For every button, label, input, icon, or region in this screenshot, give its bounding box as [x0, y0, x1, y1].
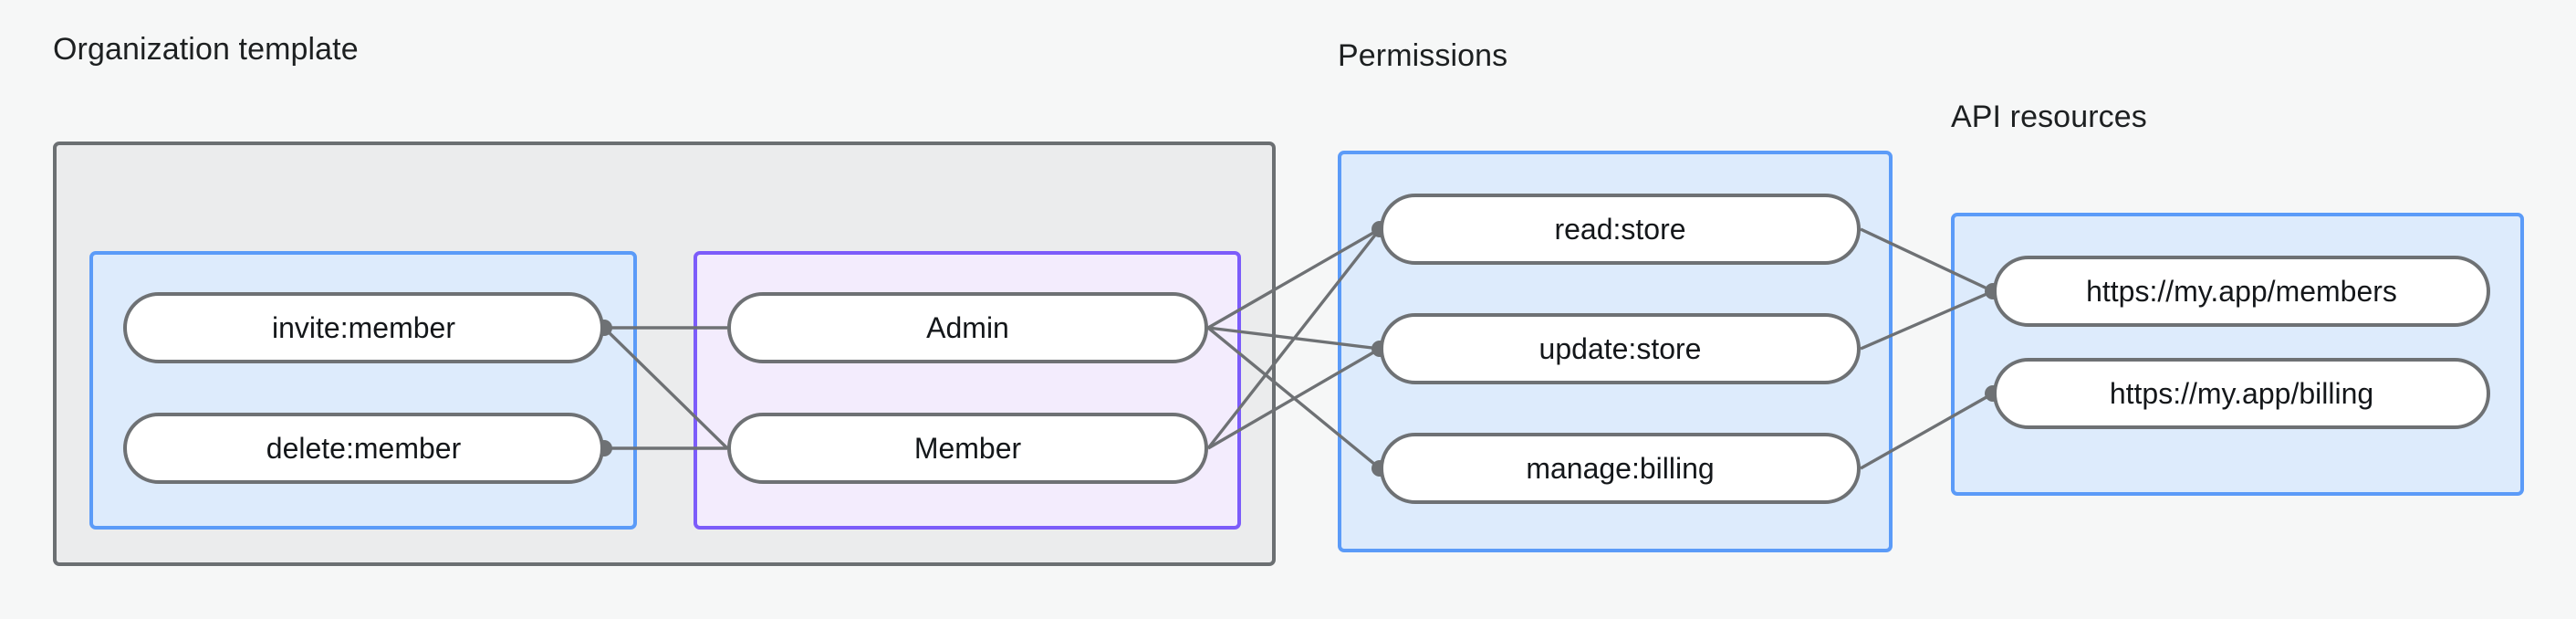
- node-label: Admin: [926, 310, 1009, 344]
- node-label: read:store: [1554, 212, 1686, 246]
- node-invite-member[interactable]: invite:member: [123, 292, 604, 363]
- node-update-store[interactable]: update:store: [1380, 313, 1861, 384]
- node-label: invite:member: [272, 310, 455, 344]
- group-title-permissions: Permissions: [1338, 38, 1508, 73]
- group-title-api-resources: API resources: [1951, 100, 2147, 134]
- node-read-store[interactable]: read:store: [1380, 194, 1861, 265]
- node-label: delete:member: [266, 431, 462, 465]
- node-delete-member[interactable]: delete:member: [123, 413, 604, 484]
- node-member[interactable]: Member: [727, 413, 1208, 484]
- node-label: https://my.app/billing: [2109, 376, 2374, 410]
- node-members-url[interactable]: https://my.app/members: [1993, 256, 2490, 327]
- node-billing-url[interactable]: https://my.app/billing: [1993, 358, 2490, 429]
- node-label: Member: [913, 431, 1022, 465]
- node-manage-billing[interactable]: manage:billing: [1380, 433, 1861, 504]
- node-label: update:store: [1538, 331, 1702, 365]
- node-admin[interactable]: Admin: [727, 292, 1208, 363]
- group-title-organization-template: Organization template: [53, 32, 359, 67]
- node-label: manage:billing: [1526, 451, 1715, 485]
- node-label: https://my.app/members: [2086, 274, 2397, 308]
